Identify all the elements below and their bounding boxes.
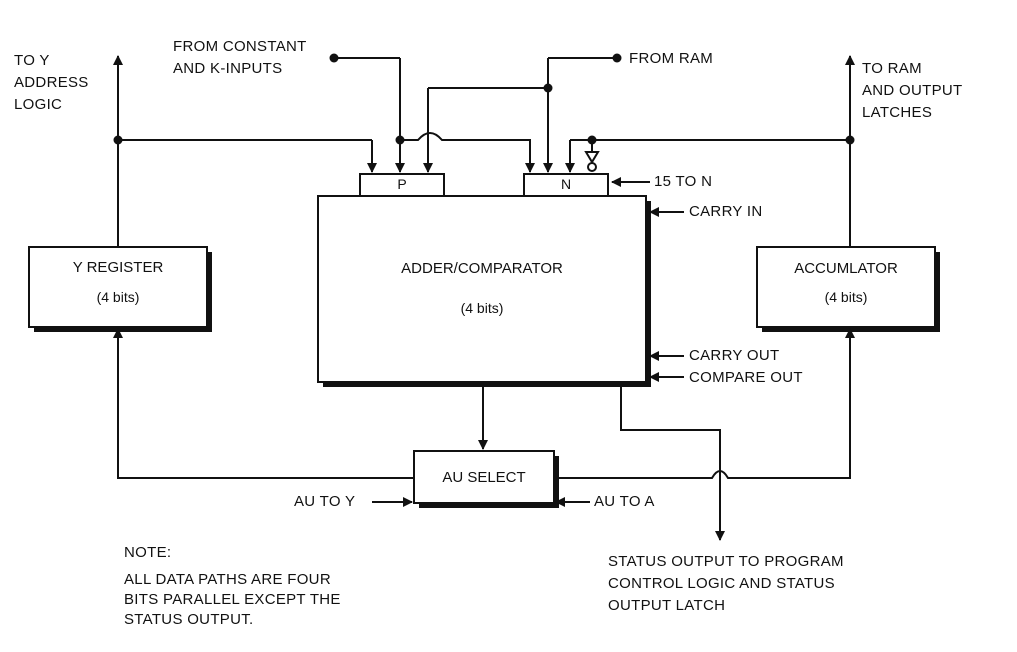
y-register-label: Y REGISTER: [72, 259, 164, 276]
fifteen-to-n-label: 15 TO N: [654, 173, 713, 190]
carry-in-label: CARRY IN: [689, 203, 763, 220]
adder-comparator-label: ADDER/COMPARATOR: [401, 260, 563, 277]
au-select-label: AU SELECT: [442, 469, 526, 486]
status-output-label: STATUS OUTPUT TO PROGRAM CONTROL LOGIC A…: [608, 553, 844, 614]
compare-out-label: COMPARE OUT: [689, 369, 803, 386]
from-ram-label: FROM RAM: [629, 50, 714, 67]
note-text: ALL DATA PATHS ARE FOUR BITS PARALLEL EX…: [124, 571, 341, 628]
y-register-box: [28, 246, 208, 328]
accumulator-label: ACCUMLATOR: [794, 260, 898, 277]
au-to-y-label: AU TO Y: [294, 493, 356, 510]
note-heading: NOTE:: [124, 544, 172, 561]
to-y-address-label: TO Y ADDRESS LOGIC: [14, 52, 89, 113]
adder-comparator-bits: (4 bits): [460, 300, 504, 316]
n-input-label: N: [560, 176, 572, 192]
accumulator-box: [756, 246, 936, 328]
carry-out-label: CARRY OUT: [689, 347, 780, 364]
n-input-box: [523, 173, 609, 197]
p-input-label: P: [397, 176, 407, 192]
from-constant-label: FROM CONSTANT AND K-INPUTS: [173, 38, 307, 77]
au-to-a-label: AU TO A: [594, 493, 655, 510]
to-ram-label: TO RAM AND OUTPUT LATCHES: [862, 60, 963, 121]
p-input-box: [359, 173, 445, 197]
au-select-box: [413, 450, 555, 504]
adder-comparator-box: [317, 195, 647, 383]
y-register-bits: (4 bits): [96, 289, 140, 305]
accumulator-bits: (4 bits): [824, 289, 868, 305]
